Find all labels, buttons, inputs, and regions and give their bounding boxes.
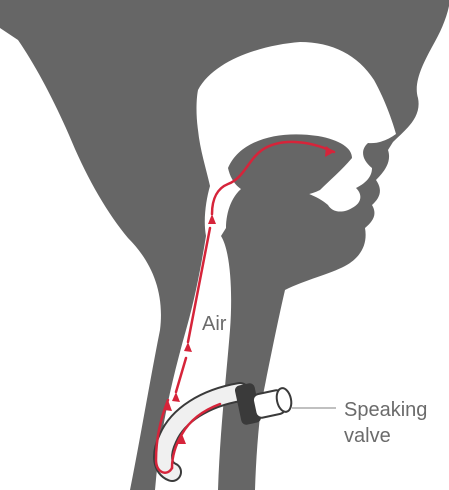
speaking-valve-label-line1: Speaking	[344, 399, 427, 421]
speaking-valve-label-line2: valve	[344, 425, 391, 447]
air-label: Air	[202, 313, 227, 335]
